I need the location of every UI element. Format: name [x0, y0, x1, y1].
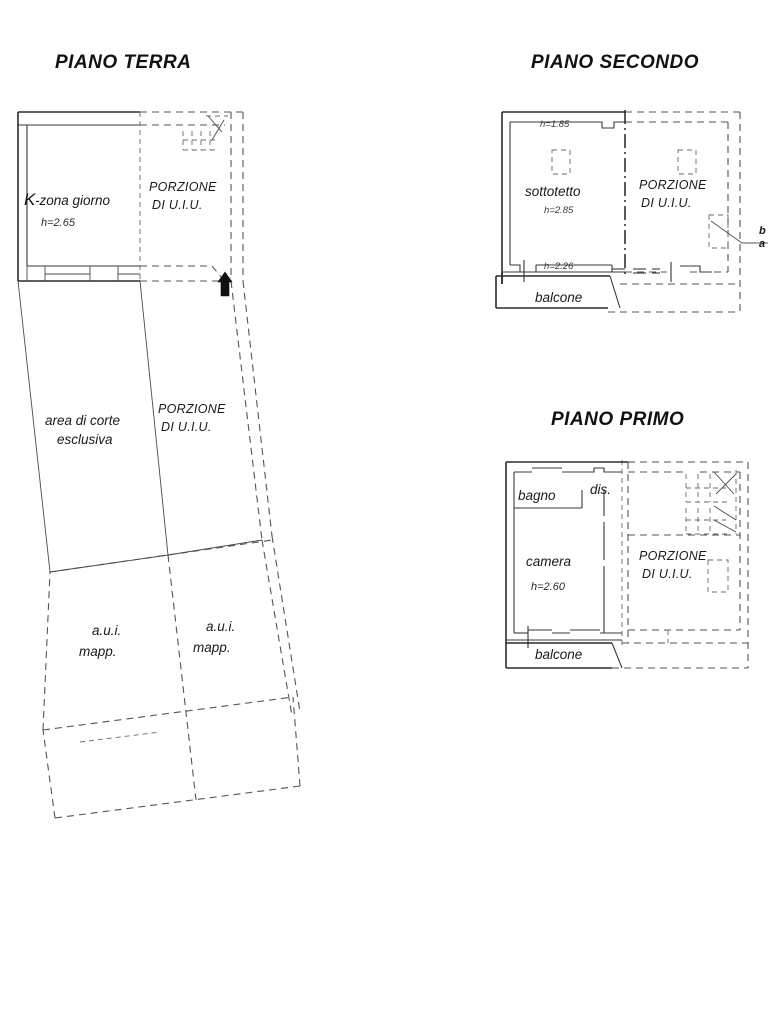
label-bagno: bagno: [518, 488, 556, 503]
label-camera: camera: [526, 554, 572, 569]
label-area-corte-2: esclusiva: [57, 432, 113, 447]
label-second-h-top: h=1.85: [540, 119, 570, 130]
label-porzione-first-1: PORZIONE: [639, 549, 707, 563]
plan-title-first: PIANO PRIMO: [551, 409, 684, 430]
label-porzione-first-2: DI U.I.U.: [642, 567, 693, 581]
second-solid-walls: [495, 111, 672, 309]
label-porzione-second-1: PORZIONE: [639, 178, 707, 192]
label-second-h-bottom: h=2.26: [544, 261, 574, 272]
second-leader-annotation: [710, 220, 768, 244]
plan-title-ground: PIANO TERRA: [55, 52, 191, 73]
ground-stair-symbol-icon: [182, 115, 228, 151]
label-aui-right-1: a.u.i.: [206, 619, 235, 634]
label-porzione-court-1: PORZIONE: [158, 402, 226, 416]
label-k-glyph: K: [24, 190, 36, 209]
label-aui-left-1: a.u.i.: [92, 623, 121, 638]
label-sottotetto: sottotetto: [525, 184, 581, 199]
label-area-corte-1: area di corte: [45, 413, 120, 428]
label-aui-right-2: mapp.: [193, 640, 231, 655]
second-dashed-outline: [608, 111, 741, 313]
label-porzione-ground-1: PORZIONE: [149, 180, 217, 194]
plan-ground-floor: PIANO TERRA: [17, 52, 301, 819]
label-first-balcone: balcone: [535, 647, 582, 662]
label-second-cut-note-2: a: [759, 238, 765, 250]
ground-court-outline: [17, 280, 263, 573]
label-aui-left-2: mapp.: [79, 644, 117, 659]
label-zona-giorno: -zona giorno: [35, 193, 111, 208]
first-solid-walls: [505, 461, 628, 669]
label-second-balcone: balcone: [535, 290, 582, 305]
first-detail-box: [707, 559, 729, 593]
label-zona-giorno-height: h=2.65: [41, 217, 76, 229]
entrance-arrow-icon: [217, 271, 233, 297]
plan-title-second: PIANO SECONDO: [531, 52, 699, 73]
second-detail-boxes: [551, 149, 729, 249]
plan-second-floor: PIANO SECONDO: [495, 52, 768, 313]
label-camera-height: h=2.60: [531, 581, 566, 593]
ground-dashed-outline: [42, 111, 301, 819]
first-stair-symbol-icon: [685, 470, 737, 535]
second-right-opening-detail: [633, 265, 712, 274]
label-dis: dis.: [590, 482, 611, 497]
label-sottotetto-height: h=2.85: [544, 205, 574, 216]
label-porzione-ground-2: DI U.I.U.: [152, 198, 203, 212]
label-second-cut-note-1: b: [759, 225, 766, 237]
label-porzione-second-2: DI U.I.U.: [641, 196, 692, 210]
plan-first-floor: PIANO PRIMO: [505, 409, 749, 669]
label-porzione-court-2: DI U.I.U.: [161, 420, 212, 434]
ground-solid-walls: [17, 111, 141, 282]
first-dashed-outline: [612, 461, 749, 669]
